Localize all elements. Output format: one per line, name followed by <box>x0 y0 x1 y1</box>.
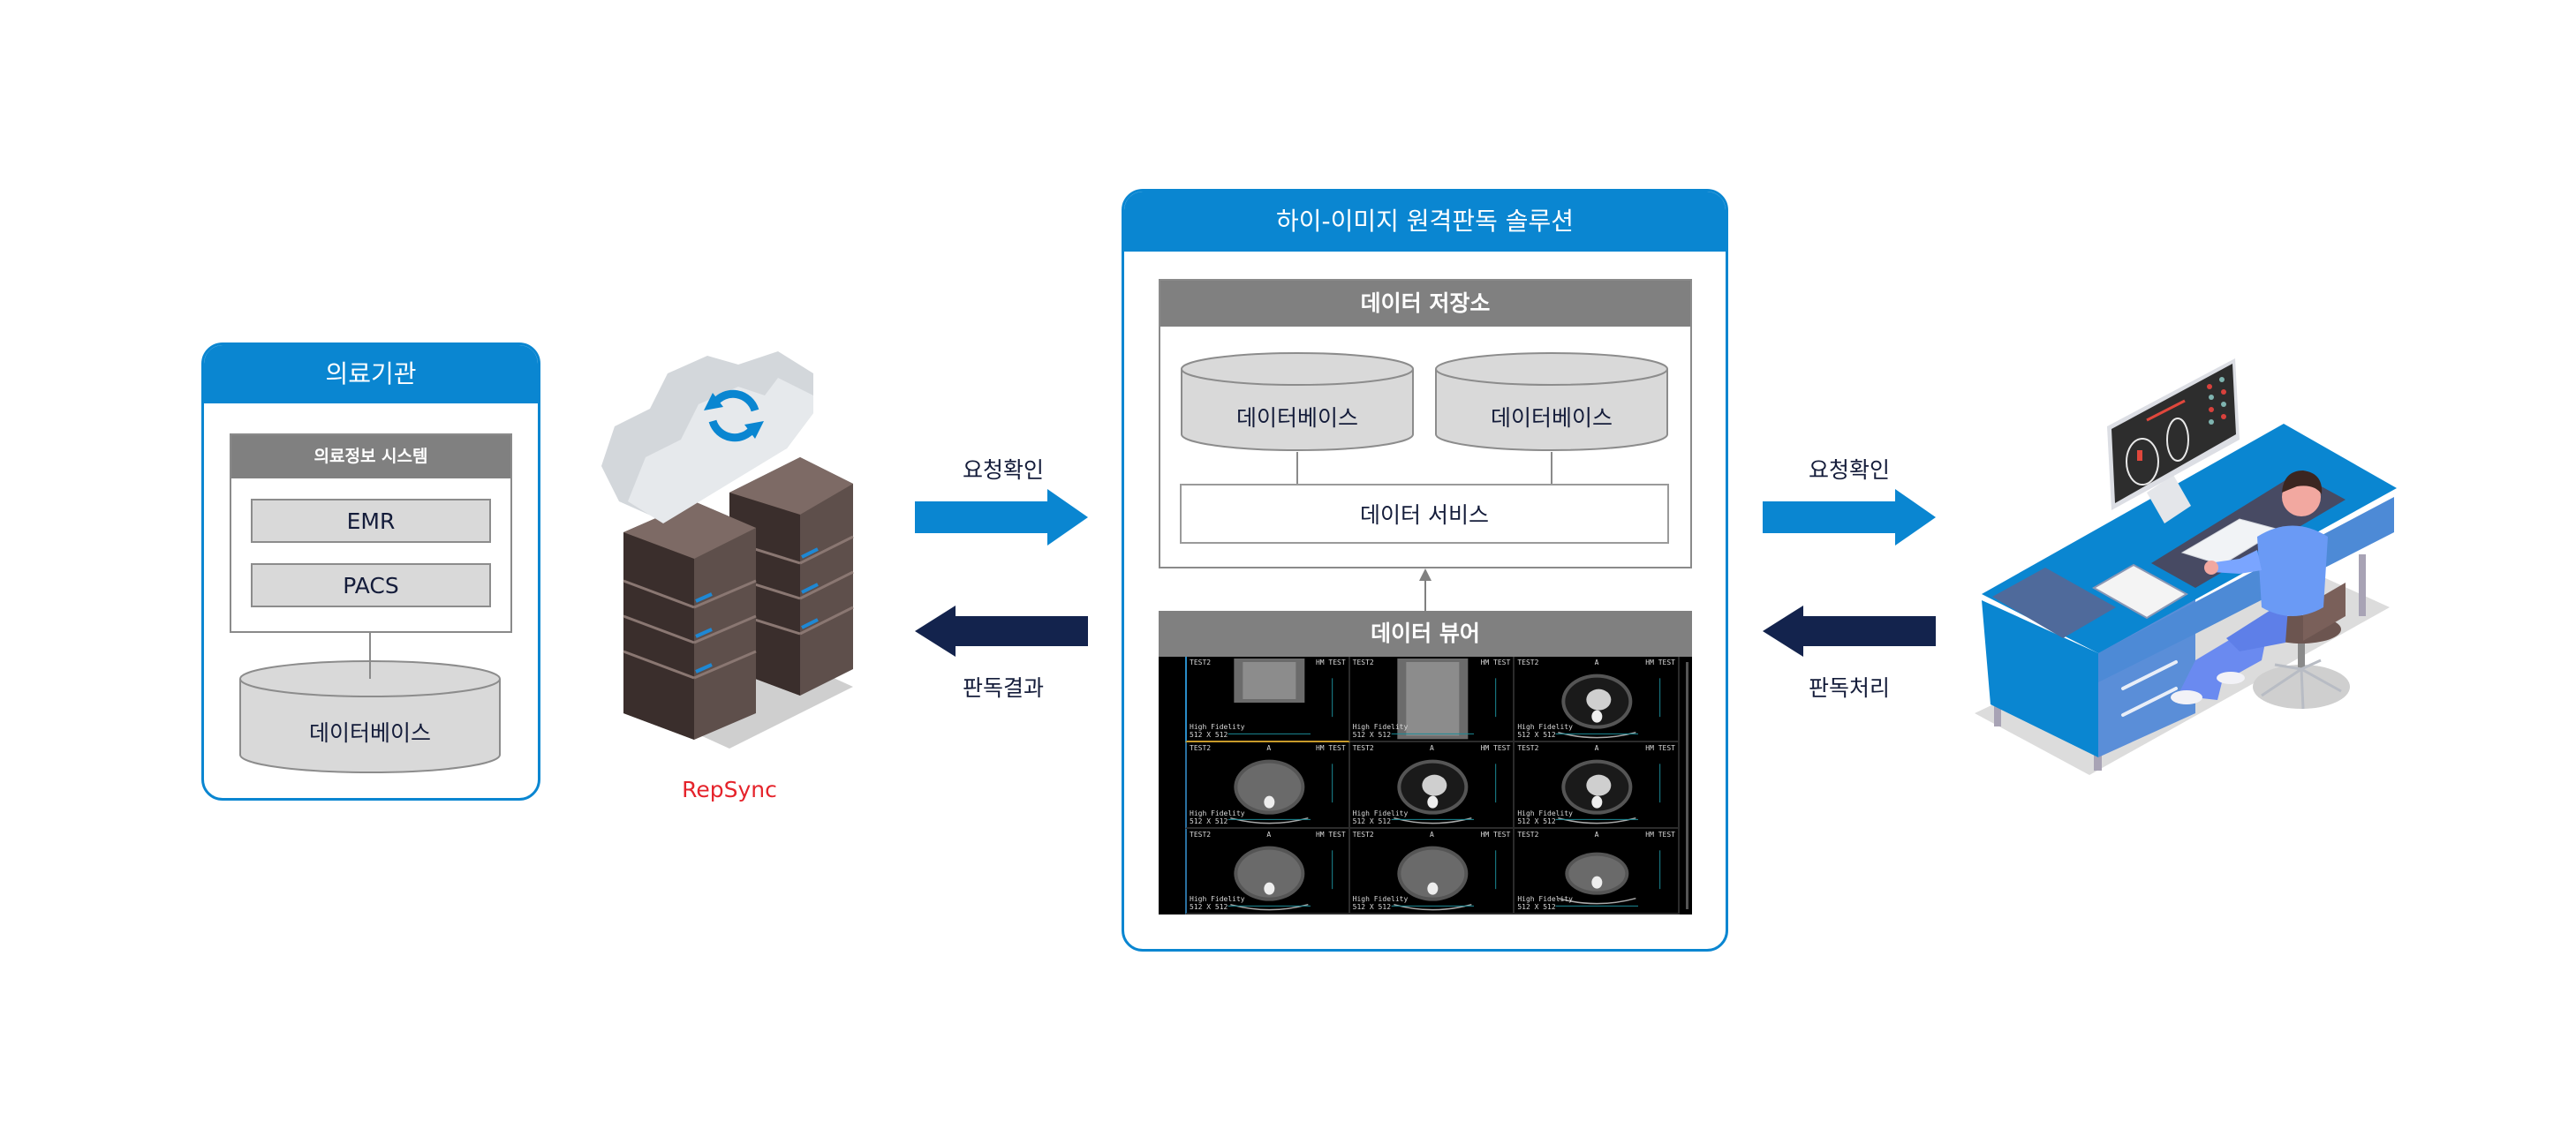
image-info-label: High Fidelity 512 X 512 <box>1352 894 1409 911</box>
orientation-label: A <box>1429 744 1434 753</box>
pacs-item: PACS <box>251 563 491 607</box>
orientation-label: A <box>1266 830 1272 839</box>
storage-database-2: 데이터베이스 <box>1434 351 1669 452</box>
patient-label: TEST2 <box>1517 659 1539 666</box>
connector-line <box>1551 452 1552 484</box>
repsync-illustration <box>597 325 862 753</box>
image-info-label: High Fidelity 512 X 512 <box>1517 894 1573 911</box>
database-cylinder-icon <box>1435 352 1668 451</box>
institution-label: HM TEST <box>1480 744 1511 753</box>
orientation-label: A <box>1266 744 1272 753</box>
viewer-cell[interactable]: TEST2 A HM TEST High Fidelity 512 X 512 <box>1349 828 1515 914</box>
connector-line <box>1296 452 1298 484</box>
viewer-cell[interactable]: TEST2 A HM TEST High Fidelity 512 X 512 <box>1185 742 1350 829</box>
request-confirm-label-right: 요청확인 <box>1808 457 1890 483</box>
data-viewer-title: 데이터 뷰어 <box>1159 611 1692 657</box>
image-info-label: High Fidelity 512 X 512 <box>1190 894 1245 911</box>
viewer-cell[interactable]: TEST2 HM TEST High Fidelity 512 X 512 <box>1349 657 1515 743</box>
image-info-label: High Fidelity 512 X 512 <box>1517 809 1573 825</box>
patient-label: TEST2 <box>1352 830 1374 839</box>
patient-label: TEST2 <box>1352 744 1374 753</box>
patient-label: TEST2 <box>1190 659 1212 666</box>
solution-title: 하이-이미지 원격판독 솔루션 <box>1124 192 1726 252</box>
reading-process-label: 판독처리 <box>1808 675 1890 701</box>
viewer-cell[interactable]: TEST2 A HM TEST High Fidelity 512 X 512 <box>1515 657 1680 743</box>
hospital-title: 의료기관 <box>204 345 538 403</box>
patient-label: TEST2 <box>1517 830 1539 839</box>
patient-label: TEST2 <box>1190 830 1212 839</box>
ct-scan-image <box>1391 759 1496 824</box>
image-info-label: High Fidelity 512 X 512 <box>1352 809 1409 825</box>
arrow-left-icon <box>915 606 1088 657</box>
arrow-right-icon <box>1763 489 1936 546</box>
institution-label: HM TEST <box>1480 830 1511 839</box>
ct-scan-image <box>1391 846 1496 911</box>
image-info-label: High Fidelity 512 X 512 <box>1190 809 1245 825</box>
patient-label: TEST2 <box>1517 744 1539 753</box>
connector-line <box>369 633 371 679</box>
image-info-label: High Fidelity 512 X 512 <box>1190 723 1245 740</box>
image-info-label: High Fidelity 512 X 512 <box>1517 723 1573 740</box>
arrow-left-icon <box>1763 606 1936 657</box>
orientation-label: A <box>1594 744 1599 753</box>
ct-scan-image <box>1228 846 1333 911</box>
ct-scan-image <box>1555 849 1661 907</box>
storage-database-1-label: 데이터베이스 <box>1235 405 1358 431</box>
request-confirm-label-left: 요청확인 <box>962 457 1044 483</box>
institution-label: HM TEST <box>1645 830 1675 839</box>
arrow-up-icon <box>1419 568 1432 613</box>
server-rack-icon <box>623 501 757 740</box>
chair-icon <box>2253 583 2350 710</box>
database-cylinder-icon <box>239 659 501 773</box>
ct-scan-image <box>1228 659 1333 734</box>
dna-icon <box>2207 377 2226 425</box>
repsync-label: RepSync <box>682 777 777 802</box>
ct-scan-image <box>1228 759 1333 824</box>
institution-label: HM TEST <box>1480 659 1511 666</box>
institution-label: HM TEST <box>1645 744 1675 753</box>
ct-scan-image <box>1555 674 1661 739</box>
viewer-cell[interactable]: TEST2 HM TEST High Fidelity 512 X 512 <box>1185 657 1350 743</box>
orientation-label: A <box>1429 830 1434 839</box>
arrow-right-icon <box>915 489 1088 546</box>
data-storage-title: 데이터 저장소 <box>1160 281 1690 327</box>
institution-label: HM TEST <box>1315 744 1346 753</box>
data-service-box: 데이터 서비스 <box>1180 484 1669 544</box>
viewer-cell[interactable]: TEST2 A HM TEST High Fidelity 512 X 512 <box>1185 828 1350 914</box>
hospital-database-label: 데이터베이스 <box>308 720 431 746</box>
ct-scan-image <box>1555 759 1661 824</box>
patient-label: TEST2 <box>1352 659 1374 666</box>
sync-icon <box>704 389 764 442</box>
image-info-label: High Fidelity 512 X 512 <box>1352 723 1409 740</box>
viewer-cell[interactable]: TEST2 A HM TEST High Fidelity 512 X 512 <box>1515 828 1680 914</box>
ct-scan-image <box>1391 659 1496 740</box>
viewer-cell[interactable]: TEST2 A HM TEST High Fidelity 512 X 512 <box>1349 742 1515 829</box>
institution-label: HM TEST <box>1645 659 1675 666</box>
emr-item: EMR <box>251 499 491 543</box>
viewer-scrollbar[interactable] <box>1686 662 1688 909</box>
institution-label: HM TEST <box>1315 830 1346 839</box>
medical-info-system-title: 의료정보 시스템 <box>231 435 510 478</box>
patient-label: TEST2 <box>1190 744 1212 753</box>
cloud-icon <box>601 351 813 523</box>
storage-database-1: 데이터베이스 <box>1180 351 1415 452</box>
monitor-icon <box>2107 358 2240 510</box>
radiologist-workstation-illustration <box>1975 342 2407 779</box>
reading-result-label: 판독결과 <box>962 675 1044 701</box>
doctor-icon <box>2171 470 2328 704</box>
hospital-database: 데이터베이스 <box>238 659 502 774</box>
institution-label: HM TEST <box>1315 659 1346 666</box>
viewer-cell[interactable]: TEST2 A HM TEST High Fidelity 512 X 512 <box>1515 742 1680 829</box>
orientation-label: A <box>1594 830 1599 839</box>
orientation-label: A <box>1594 659 1599 666</box>
database-cylinder-icon <box>1181 352 1414 451</box>
storage-database-2-label: 데이터베이스 <box>1490 405 1613 431</box>
